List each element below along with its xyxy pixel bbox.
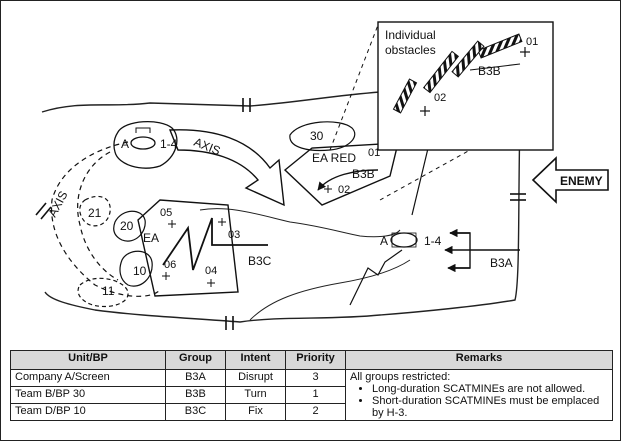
- inset-tp-crosses: [420, 47, 530, 116]
- boundary-marker-top: [242, 98, 251, 112]
- cell-remarks: All groups restricted: Long-duration SCA…: [345, 369, 613, 421]
- obstacle-group-table: Unit/BP Group Intent Priority Remarks Co…: [10, 350, 613, 421]
- cell-intent: Fix: [225, 403, 286, 421]
- boundary-marker-bottom: [225, 316, 234, 330]
- tp-02-label: 02: [338, 184, 350, 196]
- cell-priority: 1: [285, 386, 346, 404]
- col-header-group: Group: [165, 350, 226, 370]
- bp-10-outline: [119, 250, 153, 287]
- ea-red-area: [283, 142, 399, 206]
- turn-obstacle-arrow: [317, 169, 379, 191]
- cell-group: B3C: [165, 403, 226, 421]
- ea-red-label: EA RED: [312, 151, 356, 165]
- col-header-remarks: Remarks: [345, 350, 613, 370]
- cell-unit: Company A/Screen: [10, 369, 166, 387]
- cell-intent: Turn: [225, 386, 286, 404]
- inset-b3b-label: B3B: [478, 64, 501, 78]
- obstacle-belts: [392, 33, 523, 114]
- cell-intent: Disrupt: [225, 369, 286, 387]
- team-a-unit-symbol: [390, 232, 418, 248]
- callout-leader-left: [329, 24, 379, 151]
- inset-tp-01-label: 01: [526, 36, 538, 48]
- cell-group: B3B: [165, 386, 226, 404]
- company-a-size: 1-4: [160, 137, 178, 151]
- callout-title-line2: obstacles: [385, 43, 436, 57]
- table-header-row: Unit/BP Group Intent Priority Remarks: [10, 350, 613, 370]
- ea-label: EA: [143, 231, 159, 245]
- cell-unit: Team D/BP 10: [10, 403, 166, 421]
- company-a-position: [113, 120, 178, 169]
- table-row: Team D/BP 10 B3C Fix 2: [10, 403, 613, 421]
- b3c-label: B3C: [248, 254, 272, 268]
- area-boundary: [41, 91, 521, 323]
- bp-10-label: 10: [133, 264, 147, 278]
- company-a-unit-symbol: [130, 136, 156, 150]
- axis-arrow: [168, 129, 285, 207]
- ridge-line: [249, 259, 411, 321]
- callout-title-line1: Individual: [385, 28, 436, 42]
- bp-11-label: 11: [102, 284, 115, 298]
- boundary-marker-right: [510, 193, 526, 201]
- b3b-label: B3B: [352, 167, 375, 181]
- callout-leader-right: [379, 149, 471, 201]
- boundary-marker-left: [35, 202, 52, 220]
- terrain-line: [199, 208, 401, 238]
- bp-20-outline: [113, 210, 146, 242]
- team-a-size: 1-4: [424, 234, 442, 248]
- cell-unit: Team B/BP 30: [10, 386, 166, 404]
- cell-priority: 2: [285, 403, 346, 421]
- tp-04-label: 04: [205, 265, 217, 277]
- cell-group: B3A: [165, 369, 226, 387]
- fix-obstacle-symbol: [162, 217, 268, 271]
- bp-11-outline: [77, 277, 129, 308]
- company-a-label: A: [121, 137, 129, 151]
- tp-03-label: 03: [228, 229, 240, 241]
- table-row: Company A/Screen B3A Disrupt 3 All group…: [10, 369, 613, 421]
- ea-box: [137, 199, 239, 297]
- bp-30-outline: [289, 121, 356, 152]
- inset-tp-02-label: 02: [434, 92, 446, 104]
- enemy-arrow: [531, 156, 609, 204]
- remarks-item: Short-duration SCATMINEs must be emplace…: [372, 395, 608, 419]
- tp-01-label: 01: [368, 147, 380, 159]
- bp-30-label: 30: [310, 129, 324, 143]
- team-a-label: A: [380, 234, 388, 248]
- remarks-list: Long-duration SCATMINEs are not allowed.…: [350, 383, 608, 419]
- b3a-label: B3A: [490, 256, 513, 270]
- tp-crosses: [162, 218, 226, 287]
- remarks-intro: All groups restricted:: [350, 371, 451, 383]
- bp-20-label: 20: [120, 219, 134, 233]
- col-header-unit: Unit/BP: [10, 350, 166, 370]
- col-header-intent: Intent: [225, 350, 286, 370]
- tactical-map: AXIS AXIS 21 11 A 1-4 20 10 EA 05 03 06 …: [35, 21, 609, 330]
- tp-06-label: 06: [164, 259, 176, 271]
- enemy-label: ENEMY: [560, 174, 603, 188]
- remarks-item: Long-duration SCATMINEs are not allowed.: [372, 383, 608, 395]
- bp-21-label: 21: [88, 206, 102, 220]
- tp-05-label: 05: [160, 207, 172, 219]
- cell-priority: 3: [285, 369, 346, 387]
- route-zigzag: [349, 139, 431, 306]
- col-header-priority: Priority: [285, 350, 346, 370]
- axis-left-label: AXIS: [45, 189, 70, 220]
